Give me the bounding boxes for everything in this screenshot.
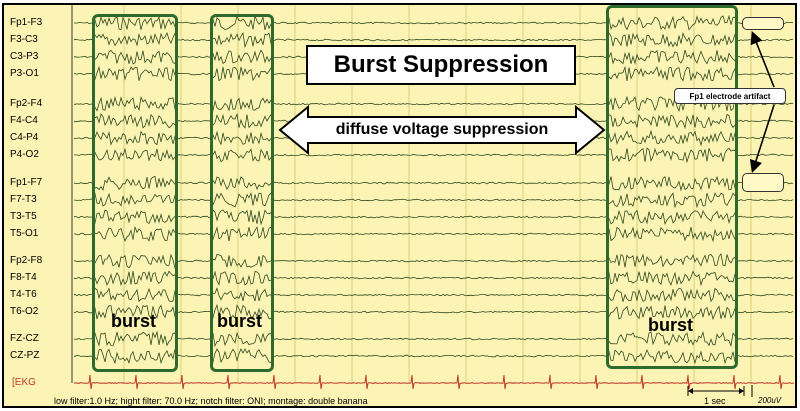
artifact-pointer-arrows [749, 31, 775, 174]
eeg-trace [73, 253, 794, 270]
eeg-trace [73, 31, 794, 49]
channel-label: C4-P4 [10, 132, 39, 143]
channel-label: F7-T3 [10, 194, 37, 205]
burst-label-1: burst [111, 311, 156, 331]
eeg-trace [73, 147, 794, 164]
eeg-trace [74, 14, 794, 31]
eeg-trace [73, 175, 794, 192]
burst-box-1 [92, 14, 178, 372]
ekg-label: [EKG [12, 377, 36, 388]
double-arrow-icon [278, 104, 606, 156]
channel-label: Fp1-F7 [10, 177, 43, 188]
artifact-label: Fp1 electrode artifact [674, 88, 786, 104]
burst-box-2 [210, 14, 274, 372]
channel-label: F4-C4 [10, 115, 38, 126]
burst-label-3: burst [648, 315, 693, 335]
channel-label: P3-O1 [10, 68, 39, 79]
artifact-box-bottom [742, 173, 784, 192]
time-scale-bar [687, 385, 753, 397]
burst-box-3 [606, 5, 738, 369]
eeg-trace [73, 270, 794, 287]
eeg-trace [73, 209, 794, 226]
eeg-frame: Fp1-F3 F3-C3 C3-P3 P3-O1 Fp2-F4 F4-C4 C4… [2, 3, 797, 408]
channel-label: F3-C3 [10, 34, 38, 45]
eeg-trace [73, 192, 794, 209]
channel-label: Fp1-F3 [10, 17, 43, 28]
burst-label-2: burst [217, 311, 262, 331]
suppression-arrow: diffuse voltage suppression [278, 104, 606, 156]
recording-settings: low filter:1.0 Hz; hight filter: 70.0 Hz… [54, 396, 368, 406]
channel-label: C3-P3 [10, 51, 39, 62]
suppression-label: diffuse voltage suppression [335, 121, 549, 138]
eeg-trace [73, 225, 794, 243]
channel-label: CZ-PZ [10, 350, 40, 361]
channel-label: T3-T5 [10, 211, 37, 222]
channel-label: T4-T6 [10, 289, 37, 300]
ekg-trace [73, 374, 795, 390]
channel-label: FZ-CZ [10, 333, 39, 344]
artifact-box-top [742, 17, 784, 30]
channel-label: P4-O2 [10, 149, 39, 160]
channel-label: T6-O2 [10, 306, 39, 317]
eeg-trace [73, 348, 794, 365]
eeg-trace [73, 95, 794, 113]
channel-label: F8-T4 [10, 272, 37, 283]
channel-label: Fp2-F8 [10, 255, 43, 266]
channel-label: T5-O1 [10, 228, 39, 239]
eeg-trace [73, 303, 794, 321]
channel-label: Fp2-F4 [10, 98, 43, 109]
page-title: Burst Suppression [306, 45, 576, 85]
time-scale-label: 1 sec [704, 396, 726, 406]
amplitude-scale-label: 200uV [758, 396, 782, 405]
eeg-trace [73, 287, 794, 303]
eeg-trace [73, 330, 794, 348]
